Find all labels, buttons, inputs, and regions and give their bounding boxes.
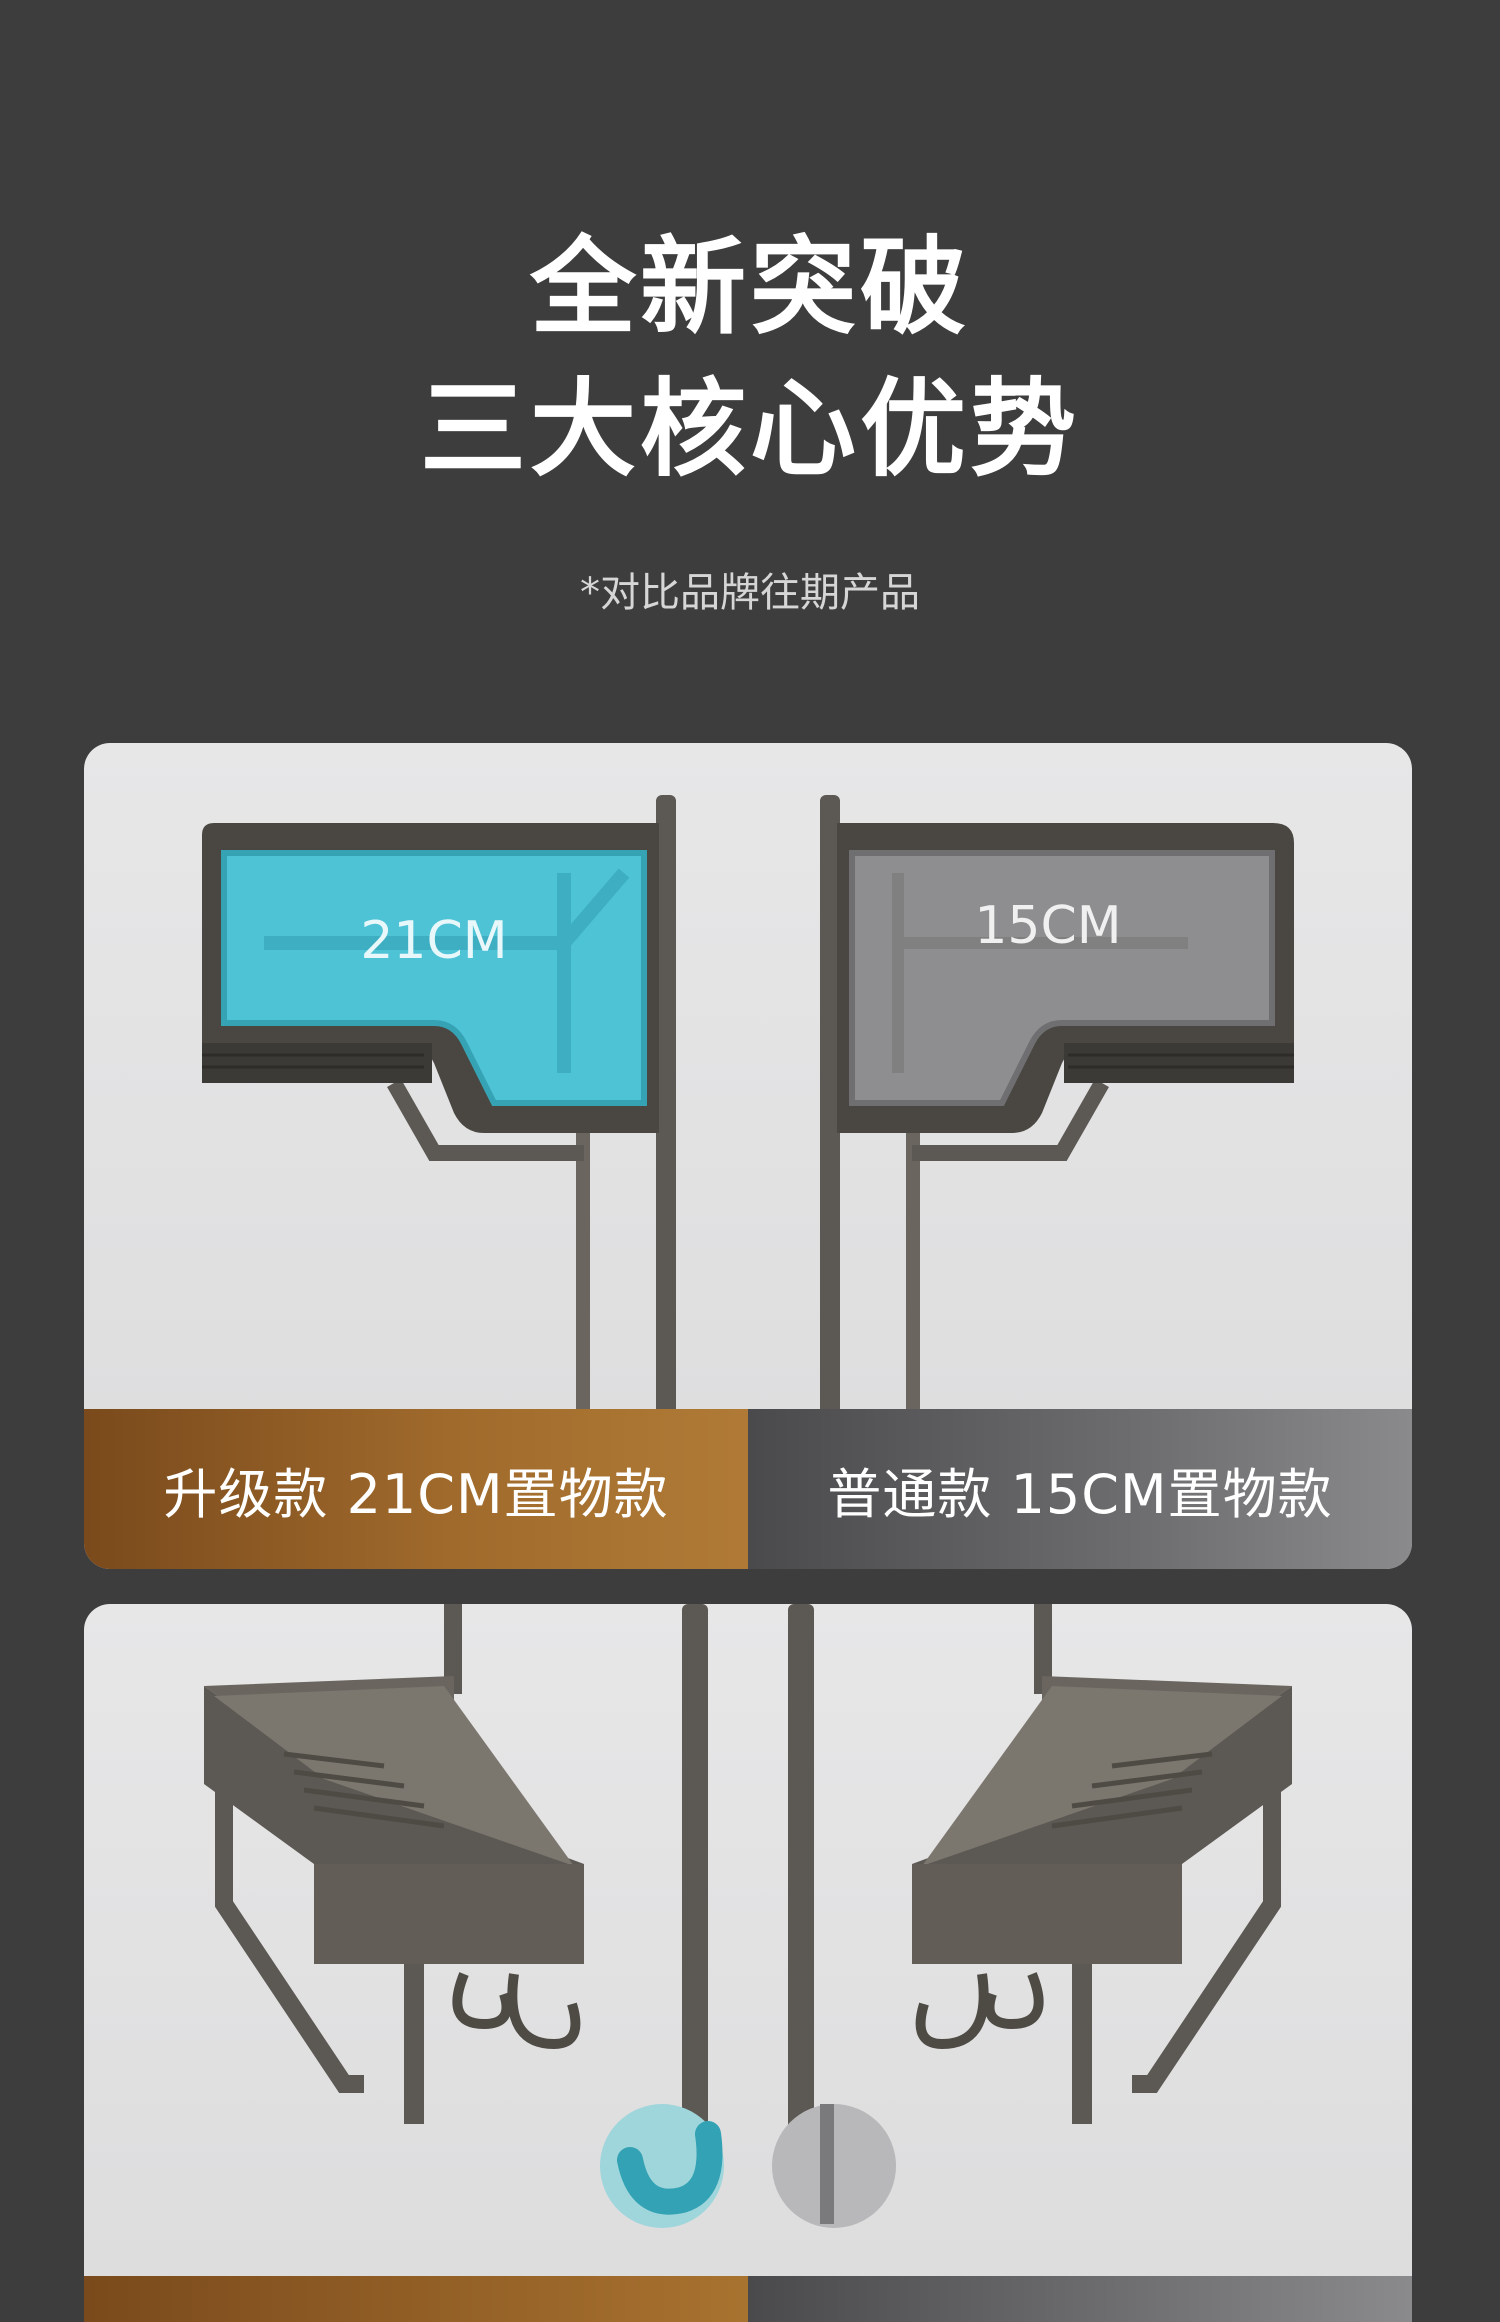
depth-comparison-card: 21CM 15CM 升级款 21CM置物款 普通款 15CM置物款 <box>84 743 1412 1569</box>
hook-comparison-card <box>84 1604 1412 2322</box>
normal-label-bar: 普通款 15CM置物款 <box>748 1409 1412 1569</box>
normal-shelf-illustration <box>772 1604 1292 2228</box>
comparison-note: *对比品牌往期产品 <box>580 570 920 616</box>
upgrade-dimension-text: 21CM <box>360 911 507 971</box>
normal-rack-image: 15CM <box>748 743 1412 1409</box>
normal-rack-illustration: 15CM <box>820 795 1294 1409</box>
page-title-line1: 全新突破 <box>530 226 970 349</box>
normal-shelf-image <box>748 1604 1412 2322</box>
normal-label: 普通款 15CM置物款 <box>827 1462 1333 1526</box>
upgrade-label: 升级款 21CM置物款 <box>163 1462 669 1526</box>
upgrade-shelf-illustration <box>204 1604 724 2228</box>
upgrade-shelf-image <box>84 1604 748 2322</box>
bottom-label-strip <box>84 2276 1412 2322</box>
page-title-line2: 三大核心优势 <box>420 368 1080 491</box>
upgrade-label-bar: 升级款 21CM置物款 <box>84 1409 748 1569</box>
upgrade-rack-image: 21CM <box>84 743 748 1409</box>
upgrade-rack-illustration: 21CM <box>202 795 676 1409</box>
upgrade-strip <box>84 2276 748 2322</box>
normal-dimension-text: 15CM <box>974 896 1121 956</box>
normal-strip <box>748 2276 1412 2322</box>
